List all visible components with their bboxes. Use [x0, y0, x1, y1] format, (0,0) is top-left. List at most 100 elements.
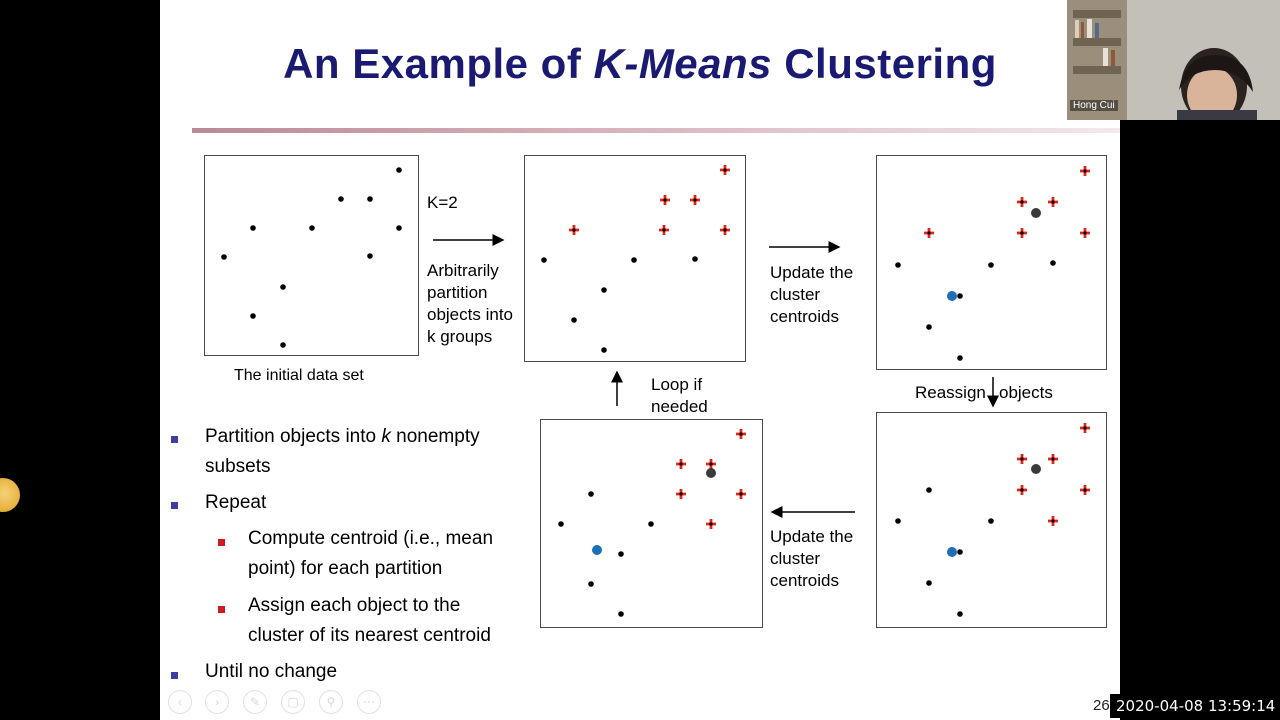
centroid-blue-cluster [592, 545, 602, 555]
data-point [367, 196, 373, 202]
data-point [631, 257, 637, 263]
slide: An Example of K-Means Clustering K=2 Arb… [160, 0, 1120, 720]
data-point [588, 491, 594, 497]
centroid-blue-cluster [947, 547, 957, 557]
arbitrary-label-2: partition [427, 283, 488, 302]
data-point [895, 262, 901, 268]
zoom-icon[interactable]: ⚲ [319, 690, 343, 714]
bullet-square [171, 436, 178, 443]
update-top-2: cluster [770, 285, 821, 304]
data-point [250, 313, 256, 319]
subbullet-2: Assign each object to the [248, 595, 461, 616]
bullet-square [171, 672, 178, 679]
data-point [588, 581, 594, 587]
data-point [957, 611, 963, 617]
data-point [895, 518, 901, 524]
cluster-point-red [736, 489, 746, 499]
bullet-1: Partition objects into k nonempty [205, 426, 480, 447]
update-top-1: Update the [770, 263, 854, 282]
data-point [618, 611, 624, 617]
cluster-point-red [736, 429, 746, 439]
cluster-point-red [1017, 197, 1027, 207]
centroid-red-cluster [1031, 208, 1041, 218]
data-point [280, 284, 286, 290]
data-point [541, 257, 547, 263]
more-icon[interactable]: ⋯ [357, 690, 381, 714]
update-bottom-2: cluster [770, 549, 821, 568]
bullet-1-line2: subsets [205, 456, 271, 477]
cluster-point-red [1048, 454, 1058, 464]
loop-label-2: needed [651, 397, 708, 416]
panel-initial [204, 155, 419, 356]
subbullet-square [218, 606, 225, 613]
presenter-name: Hong Cui [1070, 100, 1118, 111]
cluster-point-red [706, 519, 716, 529]
centroid-blue-cluster [947, 291, 957, 301]
arbitrary-label-4: k groups [427, 327, 493, 346]
next-icon[interactable]: › [205, 690, 229, 714]
page-number: 26 [1093, 697, 1110, 714]
kmeans-diagram [221, 165, 1090, 617]
reassign-left: Reassign [915, 383, 986, 402]
webcam-scene [1067, 0, 1280, 120]
cluster-point-red [569, 225, 579, 235]
pointer-highlight [0, 478, 20, 512]
loop-label-1: Loop if [651, 375, 703, 394]
cluster-point-red [1017, 228, 1027, 238]
data-point [618, 551, 624, 557]
centroid-red-cluster [1031, 464, 1041, 474]
data-point [601, 287, 607, 293]
cluster-point-red [660, 195, 670, 205]
cluster-point-red [706, 459, 716, 469]
slide-title: An Example of K-Means Clustering [283, 40, 997, 87]
data-point [988, 262, 994, 268]
arbitrary-label-1: Arbitrarily [427, 261, 499, 280]
k-label: K=2 [427, 193, 458, 212]
data-point [926, 580, 932, 586]
data-point [309, 225, 315, 231]
data-point [926, 487, 932, 493]
cluster-point-red [1080, 423, 1090, 433]
data-point [648, 521, 654, 527]
cluster-point-red [690, 195, 700, 205]
cluster-point-red [676, 459, 686, 469]
data-point [338, 196, 344, 202]
reassign-right: objects [999, 383, 1053, 402]
prev-icon[interactable]: ‹ [168, 690, 192, 714]
subbullet-square [218, 539, 225, 546]
cluster-point-red [924, 228, 934, 238]
bullet-2: Repeat [205, 492, 267, 513]
centroid-red-cluster [706, 468, 716, 478]
cluster-point-red [1048, 197, 1058, 207]
data-point [571, 317, 577, 323]
initial-caption: The initial data set [234, 367, 364, 384]
data-point [558, 521, 564, 527]
cluster-point-red [720, 165, 730, 175]
data-point [957, 549, 963, 555]
data-point [396, 225, 402, 231]
data-point [280, 342, 286, 348]
subbullet-1: Compute centroid (i.e., mean [248, 528, 494, 549]
data-point [692, 256, 698, 262]
subbullet-2-line2: cluster of its nearest centroid [248, 625, 491, 646]
update-bottom-3: centroids [770, 571, 839, 590]
bullet-3: Until no change [205, 661, 338, 682]
cluster-point-red [1080, 228, 1090, 238]
recording-timestamp: 2020-04-08 13:59:14 [1110, 694, 1280, 718]
arbitrary-label-3: objects into [427, 305, 513, 324]
cluster-point-red [1017, 454, 1027, 464]
data-point [601, 347, 607, 353]
data-point [250, 225, 256, 231]
cluster-point-red [720, 225, 730, 235]
bullet-square [171, 502, 178, 509]
cluster-point-red [676, 489, 686, 499]
data-point [926, 324, 932, 330]
presenter-webcam: Hong Cui [1067, 0, 1280, 120]
pen-icon[interactable]: ✎ [243, 690, 267, 714]
cluster-point-red [1017, 485, 1027, 495]
slides-icon[interactable]: ▢ [281, 690, 305, 714]
update-top-3: centroids [770, 307, 839, 326]
data-point [367, 253, 373, 259]
data-point [221, 254, 227, 260]
cluster-point-red [659, 225, 669, 235]
